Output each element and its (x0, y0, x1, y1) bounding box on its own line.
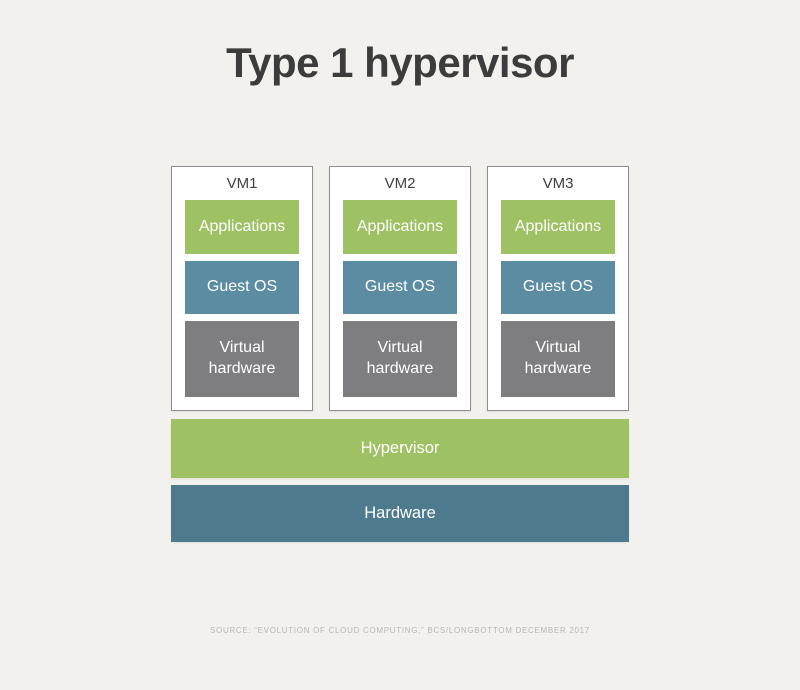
vm3-guest-os-layer: Guest OS (501, 261, 615, 314)
hardware-bar: Hardware (171, 485, 629, 542)
vm2-guest-os-layer: Guest OS (343, 261, 457, 314)
source-attribution: SOURCE: “EVOLUTION OF CLOUD COMPUTING,” … (210, 626, 590, 635)
vm3-applications-layer: Applications (501, 200, 615, 254)
vm1-guest-os-layer: Guest OS (185, 261, 299, 314)
vm2-virtual-hardware-layer: Virtual hardware (343, 321, 457, 397)
vm1-virtual-hardware-layer: Virtual hardware (185, 321, 299, 397)
vm2-label: VM2 (384, 175, 416, 192)
vm3-virtual-hardware-layer: Virtual hardware (501, 321, 615, 397)
diagram-canvas: Type 1 hypervisor VM1 Applications Guest… (0, 38, 800, 690)
vm2-applications-layer: Applications (343, 200, 457, 254)
vm3-label: VM3 (542, 175, 574, 192)
vm1-label: VM1 (226, 175, 258, 192)
hypervisor-bar: Hypervisor (171, 419, 629, 478)
vm-row: VM1 Applications Guest OS Virtual hardwa… (171, 166, 629, 411)
hypervisor-diagram: VM1 Applications Guest OS Virtual hardwa… (171, 166, 629, 542)
vm-box-2: VM2 Applications Guest OS Virtual hardwa… (329, 166, 471, 411)
vm1-applications-layer: Applications (185, 200, 299, 254)
vm-box-3: VM3 Applications Guest OS Virtual hardwa… (487, 166, 629, 411)
page-title: Type 1 hypervisor (226, 39, 574, 86)
vm-box-1: VM1 Applications Guest OS Virtual hardwa… (171, 166, 313, 411)
